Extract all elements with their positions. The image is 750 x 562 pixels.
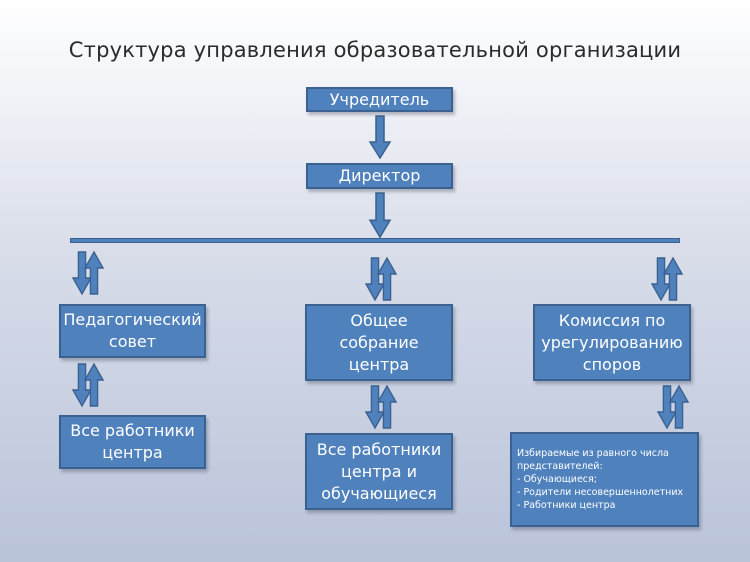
general-meeting-label: Общее собрание центра bbox=[339, 310, 419, 374]
director-label: Директор bbox=[338, 166, 421, 185]
founder-label: Учредитель bbox=[329, 89, 430, 109]
arrow-founder-director bbox=[369, 115, 391, 159]
double-arrow-ped-council bbox=[72, 251, 104, 295]
arrow-director-line bbox=[369, 192, 391, 238]
all-staff-label: Все работники центра bbox=[70, 421, 195, 462]
double-arrow-all-staff bbox=[72, 363, 104, 407]
commission-box: Комиссия по урегулированию споров bbox=[533, 304, 691, 381]
staff-students-box: Все работники центра и обучающиеся bbox=[305, 433, 453, 510]
ped-council-label: Педагогический совет bbox=[63, 310, 202, 351]
page-title: Структура управления образовательной орг… bbox=[68, 38, 682, 62]
horizontal-connector bbox=[70, 238, 680, 243]
commission-members-box: Избираемые из равного числа представител… bbox=[510, 432, 699, 527]
all-staff-box: Все работники центра bbox=[59, 415, 206, 469]
double-arrow-commission-members bbox=[657, 385, 689, 429]
commission-label: Комиссия по урегулированию споров bbox=[541, 310, 683, 374]
commission-members-label: Избираемые из равного числа представител… bbox=[517, 448, 684, 511]
double-arrow-staff-students bbox=[365, 385, 397, 429]
staff-students-label: Все работники центра и обучающиеся bbox=[316, 439, 442, 503]
founder-box: Учредитель bbox=[306, 87, 453, 112]
director-box: Директор bbox=[306, 163, 453, 189]
double-arrow-commission bbox=[651, 257, 683, 301]
general-meeting-box: Общее собрание центра bbox=[305, 304, 453, 381]
double-arrow-general-meeting bbox=[365, 257, 397, 301]
ped-council-box: Педагогический совет bbox=[59, 304, 206, 358]
